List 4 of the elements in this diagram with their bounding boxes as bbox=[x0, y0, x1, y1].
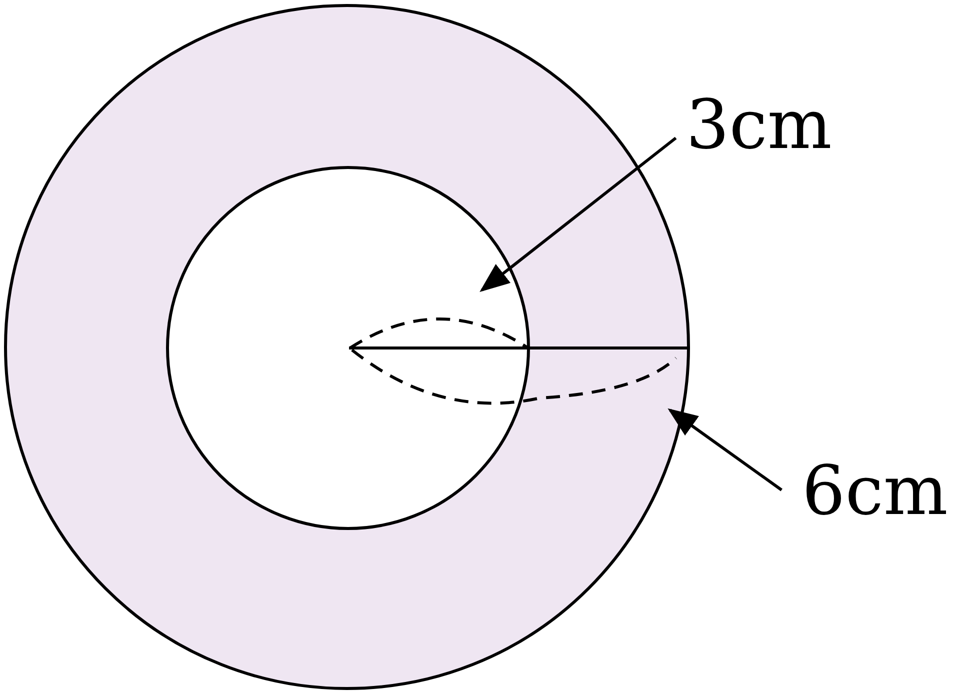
dimension-label: 3cm bbox=[686, 92, 856, 172]
dimension-label: 6cm bbox=[802, 458, 971, 538]
leader-line bbox=[480, 136, 677, 292]
leader-line bbox=[668, 408, 782, 492]
